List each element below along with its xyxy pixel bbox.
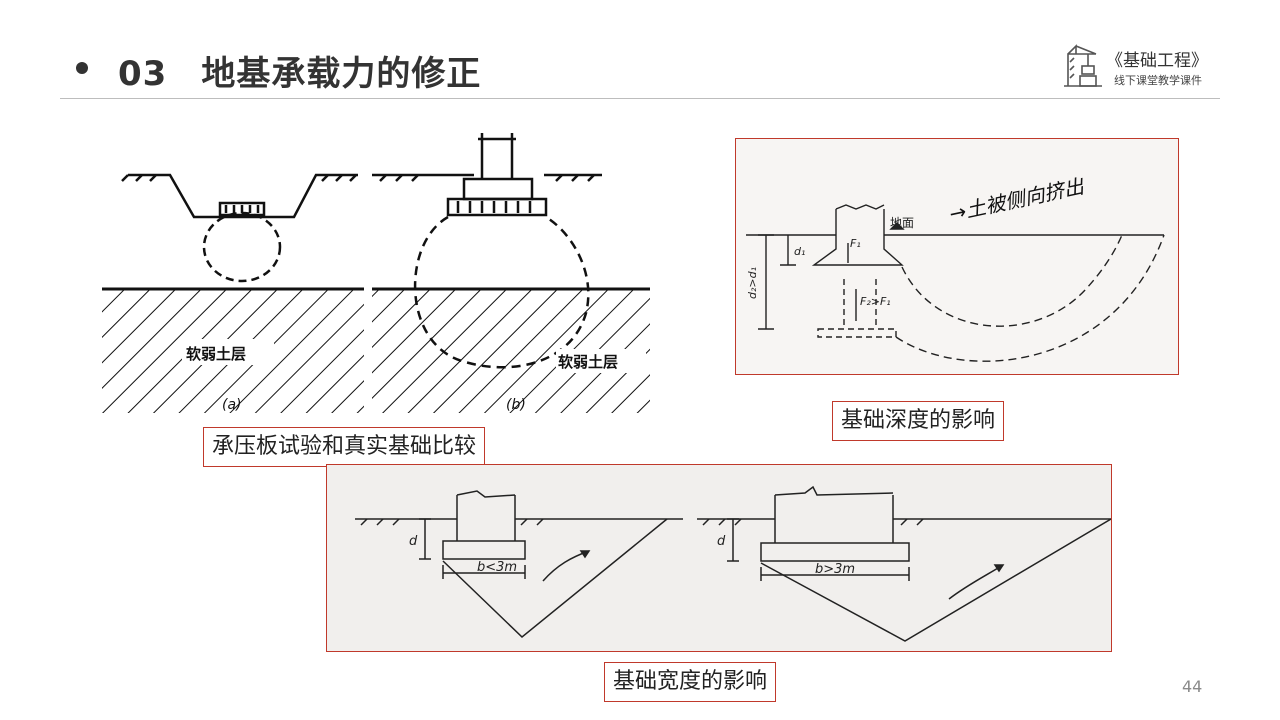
depth-effect-figure: 地面 →土被侧向挤出 d₁ d₂>d₁ F₁ F₂>F₁ xyxy=(735,138,1179,375)
small-plate-sketch xyxy=(121,173,358,283)
logo-title: 《基础工程》 xyxy=(1106,51,1208,71)
width-effect-diagram: d d b<3m b>3m xyxy=(355,485,1112,642)
depth-effect-caption: 基础深度的影响 xyxy=(832,401,1005,441)
d1-label: d₁ xyxy=(794,245,805,258)
soil-label-b: 软弱土层 xyxy=(558,353,618,371)
title-bullet xyxy=(76,62,88,74)
f2-label: F₂>F₁ xyxy=(860,295,891,308)
ground-label: 地面 xyxy=(890,216,914,230)
width-effect-caption: 基础宽度的影响 xyxy=(604,662,777,702)
width-effect-figure: d d b<3m b>3m xyxy=(326,464,1112,652)
page-title: 03 地基承载力的修正 xyxy=(118,46,481,95)
plate-test-figure: 软弱土层 (a) 软弱土层 (b) xyxy=(102,133,650,419)
f1-label: F₁ xyxy=(850,237,861,250)
sublabel-b: (b) xyxy=(506,397,526,413)
crane-logo-icon xyxy=(1064,44,1102,87)
d-label-right: d xyxy=(717,534,726,549)
section-title: 地基承载力的修正 xyxy=(201,54,482,94)
plate-test-diagram: 软弱土层 (a) 软弱土层 (b) xyxy=(102,133,650,413)
depth-effect-diagram: 地面 →土被侧向挤出 d₁ d₂>d₁ F₁ F₂>F₁ xyxy=(746,174,1165,362)
handwritten-note: →土被侧向挤出 xyxy=(947,174,1087,226)
title-divider xyxy=(60,98,1220,99)
sublabel-a: (a) xyxy=(222,397,242,413)
plate-test-caption: 承压板试验和真实基础比较 xyxy=(203,427,486,467)
logo-subtitle: 线下课堂教学课件 xyxy=(1114,74,1202,87)
page-number: 44 xyxy=(1182,677,1203,696)
d2-label: d₂>d₁ xyxy=(746,267,759,299)
soil-label-a: 软弱土层 xyxy=(186,345,246,363)
b-large-label: b>3m xyxy=(815,562,855,577)
b-small-label: b<3m xyxy=(477,560,517,575)
section-number: 03 xyxy=(118,54,168,94)
d-label-left: d xyxy=(409,534,418,549)
